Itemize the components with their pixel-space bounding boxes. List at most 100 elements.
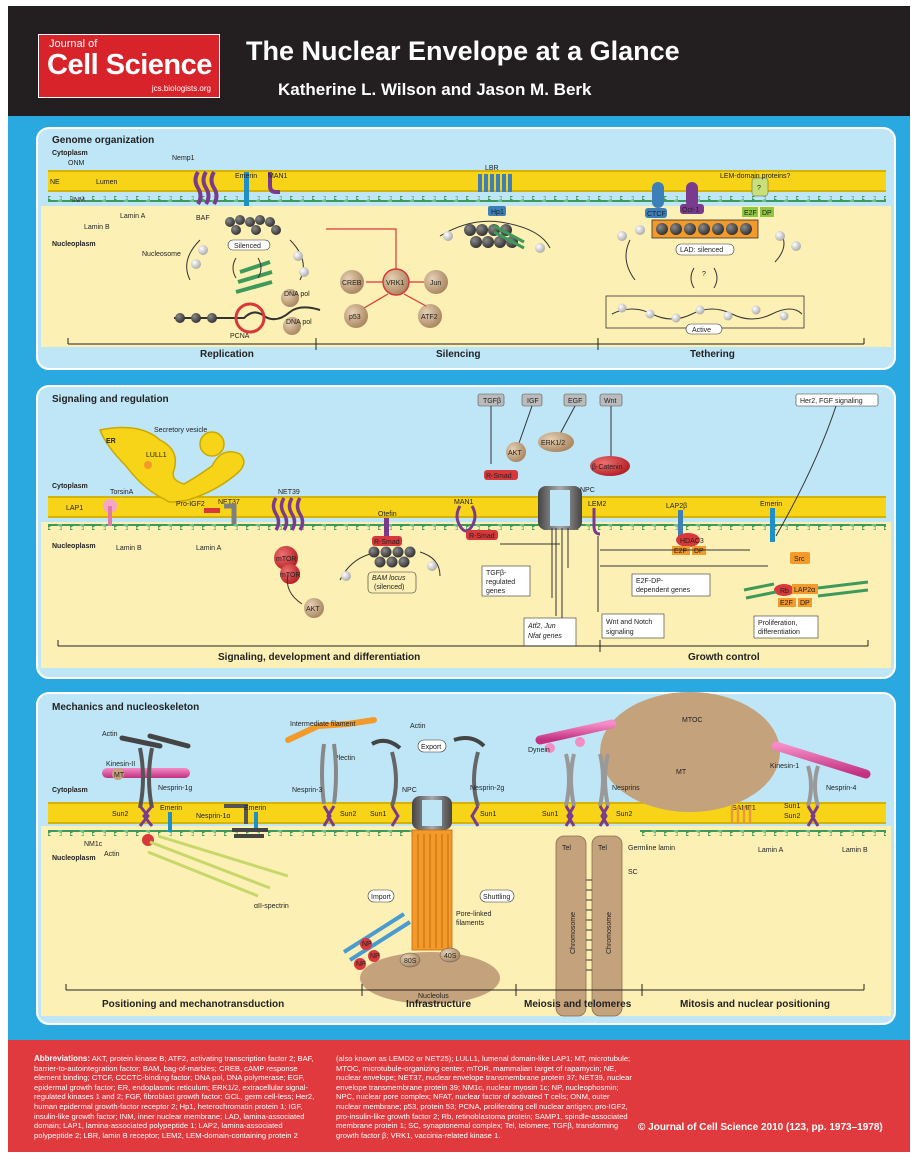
p3-import: Import xyxy=(371,894,391,901)
p2-secretory-vesicle: Secretory vesicle xyxy=(154,427,207,434)
p2-lap2b: LAP2β xyxy=(666,503,687,510)
p2-erk: ERK1/2 xyxy=(541,440,565,447)
p1-lumen: Lumen xyxy=(96,179,118,186)
p1-silenced: Silenced xyxy=(234,243,261,250)
p3-actin-2: Actin xyxy=(104,851,120,858)
p2-bam-locus: BAM locus xyxy=(372,575,406,582)
abbreviations-footer: Abbreviations: AKT, protein kinase B; AT… xyxy=(8,1040,910,1152)
p2-wnt: Wnt xyxy=(604,398,617,405)
p2-emerin: Emerin xyxy=(760,501,782,508)
p2-e2f-genes-1: E2F-DP- xyxy=(636,578,664,585)
p1-jun: Jun xyxy=(430,280,441,287)
panel1-heading: Genome organization xyxy=(52,135,154,146)
p2-wnt-notch-2: signaling xyxy=(606,629,634,636)
panel-signaling: Signaling and regulation ER Secretory ve… xyxy=(37,386,895,678)
p1-footer-replication: Replication xyxy=(200,349,254,360)
p3-cytoplasm: Cytoplasm xyxy=(52,787,88,794)
panel3-heading: Mechanics and nucleoskeleton xyxy=(52,702,199,713)
p1-footer-tethering: Tethering xyxy=(690,349,735,360)
p2-mtor-1: mTOR xyxy=(276,556,296,563)
p3-mtoc: MTOC xyxy=(682,717,702,724)
p2-atf2-genes-2: Nfat genes xyxy=(528,633,562,640)
p2-pro-igf2: Pro-IGF2 xyxy=(176,501,205,508)
p3-actin-1: Actin xyxy=(102,731,118,738)
p3-chromosome-1: Chromosome xyxy=(570,912,577,954)
p2-e2f-genes-2: dependent genes xyxy=(636,587,691,594)
p2-tgfb-genes-1: TGFβ- xyxy=(486,570,507,577)
p3-kinesin2: Kinesin-II xyxy=(106,761,135,768)
p2-src: Src xyxy=(794,556,805,563)
abbreviations-title: Abbreviations: xyxy=(34,1054,90,1063)
p3-nesprin3: Nesprin-3 xyxy=(292,787,322,794)
p3-sun1-a: Sun1 xyxy=(370,811,386,818)
p2-bam-silenced: (silenced) xyxy=(374,584,404,591)
p3-sun2-c: Sun2 xyxy=(616,811,632,818)
p2-lull1: LULL1 xyxy=(146,452,167,459)
p3-tel-1: Tel xyxy=(562,845,571,852)
p3-emerin-1: Emerin xyxy=(160,805,182,812)
p3-nm1c: NM1c xyxy=(84,841,103,848)
p1-atf2: ATF2 xyxy=(421,314,438,321)
p1-hp1: Hp1 xyxy=(491,209,504,216)
p2-lamin-b: Lamin B xyxy=(116,545,142,552)
p2-hdac3: HDAC3 xyxy=(680,538,704,545)
p2-npc: NPC xyxy=(580,487,595,494)
p1-baf: BAF xyxy=(196,215,210,222)
p3-sc: SC xyxy=(628,869,638,876)
p2-akt-1: AKT xyxy=(306,606,320,613)
p3-40s: 40S xyxy=(444,953,457,960)
lamina-1 xyxy=(48,196,886,202)
p3-dynein: Dynein xyxy=(528,747,550,754)
p1-ne: NE xyxy=(50,179,60,186)
p2-e2f: E2F xyxy=(674,548,687,555)
p3-actin-3: Actin xyxy=(410,723,426,730)
p3-mt-2: MT xyxy=(676,769,687,776)
p2-lem2: LEM2 xyxy=(588,501,606,508)
p1-q1: ? xyxy=(757,185,761,192)
p1-ctcf: CTCF xyxy=(647,211,666,218)
p3-sun2-d: Sun2 xyxy=(784,813,800,820)
p3-footer-positioning: Positioning and mechanotransduction xyxy=(102,999,284,1010)
p3-nesprins: Nesprins xyxy=(612,785,640,792)
p3-np-3: NP xyxy=(356,961,366,968)
p1-dp: DP xyxy=(762,210,772,217)
p3-nucleoplasm: Nucleoplasm xyxy=(52,855,96,862)
p2-atf2-genes-1: Atf2, Jun xyxy=(527,623,556,630)
p2-net39: NET39 xyxy=(278,489,300,496)
p1-inm: INM xyxy=(72,197,85,204)
p2-otefin: Otefin xyxy=(378,511,397,518)
p2-lamin-a: Lamin A xyxy=(196,545,222,552)
p2-torsina: TorsinA xyxy=(110,489,134,496)
p3-tel-2: Tel xyxy=(598,845,607,852)
p3-aii-spectrin: αII-spectrin xyxy=(254,903,289,910)
mtoc-shape xyxy=(600,692,780,812)
p3-nesprin2g: Nesprin-2g xyxy=(470,785,504,792)
p3-footer-mitosis: Mitosis and nuclear positioning xyxy=(680,999,830,1010)
p3-80s: 80S xyxy=(404,958,417,965)
panel-mechanics: Mechanics and nucleoskeleton Actin Kines… xyxy=(37,692,895,1024)
p2-lap2a: LAP2α xyxy=(794,587,815,594)
p2-nucleoplasm: Nucleoplasm xyxy=(52,543,96,550)
p2-lap1: LAP1 xyxy=(66,505,83,512)
p3-npc: NPC xyxy=(402,787,417,794)
p2-dp-2: DP xyxy=(800,600,810,607)
p1-e2f: E2F xyxy=(744,210,757,217)
p2-tgfb-genes-3: genes xyxy=(486,588,506,595)
abbreviations-text-1: AKT, protein kinase B; ATF2, activating … xyxy=(34,1054,314,1140)
p2-tgfb-genes-2: regulated xyxy=(486,579,515,586)
p2-rb: Rb xyxy=(780,588,789,595)
lamina-2 xyxy=(48,524,886,530)
p3-sun1-c: Sun1 xyxy=(542,811,558,818)
p3-nesprin1g: Nesprin-1g xyxy=(158,785,192,792)
p3-sun2-b: Sun2 xyxy=(340,811,356,818)
p2-egf: EGF xyxy=(568,398,582,405)
p3-int-filament: Intermediate filament xyxy=(290,721,355,728)
p1-onm: ONM xyxy=(68,160,85,167)
p3-nesprin4: Nesprin-4 xyxy=(826,785,856,792)
p1-lamin-b: Lamin B xyxy=(84,224,110,231)
p1-cytoplasm: Cytoplasm xyxy=(52,150,88,157)
p3-footer-meiosis: Meiosis and telomeres xyxy=(524,999,632,1010)
p1-pcna: PCNA xyxy=(230,333,250,340)
p2-her2: Her2, FGF signaling xyxy=(800,398,863,405)
